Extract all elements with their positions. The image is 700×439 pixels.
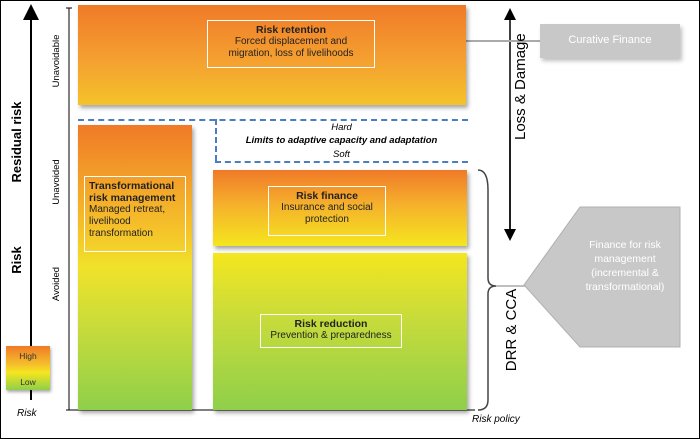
limit-vertical-line <box>215 119 217 161</box>
soft-limit-line <box>215 161 468 163</box>
risk-finance-text: Insurance and social protection <box>281 202 373 225</box>
hard-limit-line <box>78 119 468 121</box>
transformational-block <box>78 125 192 410</box>
unavoidable-label: Unavoidable <box>51 34 62 88</box>
risk-reduction-text: Prevention & preparedness <box>270 330 392 341</box>
legend-high: High <box>19 351 37 361</box>
finance-risk-shape <box>523 206 681 348</box>
transformational-label: Transformational risk management Managed… <box>84 176 186 252</box>
risk-finance-block <box>213 170 467 246</box>
risk-retention-text: Forced displacement and migration, loss … <box>228 36 354 59</box>
risk-reduction-block <box>213 253 467 410</box>
risk-policy-label: Risk policy <box>472 414 520 425</box>
risk-bottom-label: Risk <box>17 408 37 419</box>
drr-cca-label: DRR & CCA <box>503 288 520 372</box>
risk-retention-block <box>78 5 466 105</box>
limits-text: Limits to adaptive capacity and adaptati… <box>245 135 438 146</box>
limits-soft: Soft <box>333 149 350 160</box>
finance-risk-label: Finance for risk management (incremental… <box>585 239 665 293</box>
legend-gradient <box>6 346 50 390</box>
risk-finance-label: Risk finance Insurance and social protec… <box>268 186 386 236</box>
risk-reduction-title: Risk reduction <box>294 318 368 330</box>
curative-finance-box <box>540 24 680 58</box>
transformational-title: Transformational risk management <box>89 180 176 204</box>
loss-damage-label: Loss & Damage <box>512 33 529 140</box>
residual-risk-axis-label: Residual risk <box>9 101 24 183</box>
risk-reduction-label: Risk reduction Prevention & preparedness <box>260 314 402 348</box>
risk-retention-label: Risk retention Forced displacement and m… <box>207 20 375 68</box>
avoided-label: Avoided <box>51 266 62 302</box>
risk-axis-label: Risk <box>9 246 24 274</box>
curative-finance-label: Curative Finance <box>568 34 652 46</box>
risk-retention-title: Risk retention <box>255 24 326 36</box>
legend-low: Low <box>20 377 36 387</box>
limits-hard: Hard <box>331 122 352 133</box>
risk-finance-title: Risk finance <box>296 190 358 202</box>
unavoided-label: Unavoided <box>51 159 62 205</box>
transformational-text: Managed retreat, livelihood transformati… <box>89 204 166 239</box>
